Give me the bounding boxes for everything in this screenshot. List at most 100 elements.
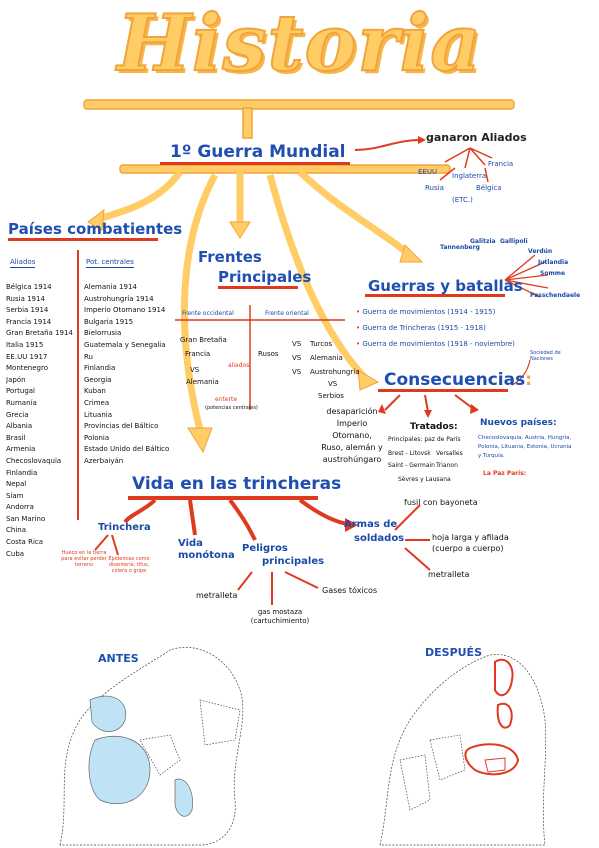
trinchera-note-hueco: Hueco en la tierra para evitar perder te… [61,550,107,568]
occ-vs: VS [190,366,200,374]
frentes-title-2: Principales [218,268,312,286]
vida-title: Vida en las trincheras [132,474,342,494]
aliado-belgica: Bélgica [476,184,502,192]
trinchera-note-epidemias: Epidemias como disentería, tifus, cólera… [108,556,150,574]
tratado-trianon: Trianon [436,462,458,469]
aliados-top-label: ganaron Aliados [426,131,527,144]
map-despues-label: DESPUÉS [425,646,482,659]
central-list-item: Georgia [84,375,112,384]
aliado-francia: Francia [488,160,514,168]
page-title: Historia [116,0,482,90]
aliado-list-item: Portugal [6,387,35,396]
tratado-sevres: Sèvres y Lausana [398,476,451,483]
batalla-galitzia: Galitzia [470,238,496,245]
main-topic: 1º Guerra Mundial [170,142,346,162]
arma-hoja: hoja larga y afilada (cuerpo a cuerpo) [432,532,509,554]
central-list-item: Alemania 1914 [84,283,137,291]
tratado-principales: Principales: paz de París [388,436,461,443]
central-list-item: Ru [84,352,93,361]
trinchera-label: Trinchera [98,522,151,533]
gas-line: (cartuchimiento) [250,617,310,625]
hoja-line: hoja larga y afilada [432,533,509,542]
main-bar [119,164,451,174]
aliado-list-item: Finlandia [6,468,38,477]
hoja-line: (cuerpo a cuerpo) [432,544,504,553]
main-underline [160,162,350,165]
paz-paris-title: La Paz París: [483,470,527,477]
paises-col-centrales: Pot. centrales [86,258,134,268]
central-list-item: Bielorrusia [84,329,122,338]
armas-line: soldados [354,533,405,544]
central-list-item: Guatemala y Senegalia [84,340,166,349]
peligro-gas-mostaza: gas mostaza (cartuchimiento) [250,608,310,626]
aliado-list-item: Armenia [6,445,36,454]
aliado-etc: (ETC.) [452,196,473,204]
title-underline [83,99,515,110]
aliado-list-item: Francia 1914 [6,317,52,326]
frente-occidental-label: Frente occidental [182,310,234,317]
batalla-passchendaele: Passchendaele [530,292,581,299]
map-antes-label: ANTES [98,652,139,665]
ori-vs-4: VS [328,380,338,388]
batalla-jutlandia: Jutlandia [538,259,569,266]
guerra-item-2: • Guerra de Trincheras (1915 - 1918) [356,324,486,332]
aliado-list-item: Cuba [6,549,25,558]
occ-note-aliados: aliados [228,362,250,369]
aliado-list-item: Grecia [6,410,29,419]
central-list-item: Finlandia [84,364,116,373]
map-despues [379,654,547,846]
aliado-list-item: Bélgica 1914 [6,283,52,291]
nuevos-paises-list: Checoslovaquia, Austria, Hungría, Poloni… [478,434,594,461]
ori-turcos: Turcos [310,340,333,348]
central-list-item: Crimea [84,398,110,407]
desap-line: desaparición [326,407,378,416]
ori-vs-3: VS [292,368,302,376]
occ-alemania: Alemania [186,378,219,386]
aliado-list-item: Andorra [6,503,34,512]
aliado-list-item: Nepal [6,480,27,489]
peligros-line: Peligros [242,543,288,554]
aliado-list-item: Montenegro [6,364,49,373]
aliado-list-item: Rusia 1914 [6,294,45,303]
paises-title: Países combatientes [8,220,183,238]
central-list-item: Azerbaiyán [84,456,124,465]
batalla-tannenberg: Tannenberg [440,244,480,251]
aliado-list-item: China [6,526,26,535]
batalla-gallipoli: Gallipoli [500,238,528,245]
nuevos-line: Checoslovaquia, Austria, Hungría, [478,435,572,441]
desap-line: austrohúngaro [322,455,382,464]
ori-vs-2: VS [292,354,302,362]
ori-austro: Austrohungría [310,368,360,376]
frentes-title-1: Frentes [198,248,262,266]
occ-sub: (potencias centrales) [205,405,258,411]
paises-col-aliados: Aliados [10,258,36,268]
arma-fusil: fusil con bayoneta [404,498,478,507]
central-list-item: Kuban [84,387,106,396]
frente-oriental-label: Frente oriental [265,310,309,317]
aliado-list-item: Checoslovaquia [6,456,62,465]
branch-guerras [297,169,413,258]
title-stem [242,107,253,139]
central-list-item: Polonia [84,433,110,442]
aliado-list-item: San Marino [6,514,46,523]
aliado-list-item: EE.UU 1917 [6,352,48,361]
aliado-list-item: Rumanía [6,398,37,407]
aliado-list-item: Japón [6,375,26,384]
map-antes [59,647,244,846]
central-list-item: Imperio Otomano 1914 [84,306,166,315]
aliado-list-item: Italia 1915 [6,340,44,349]
occ-note-enterte: enterte [215,396,238,403]
desap-line: Imperio Otomano, [332,419,372,440]
ori-vs-1: VS [292,340,302,348]
central-list-item: Estado Unido del Báltico [84,445,170,454]
armas-soldados: Armas de soldados [344,518,404,546]
peligros-line: principales [262,556,325,567]
batalla-verdun: Verdún [528,248,553,255]
tratados-title: Tratados: [410,422,458,432]
nuevos-line: y Turquía. [478,453,505,459]
aliado-inglaterra: Inglaterra [452,172,487,180]
consecuencias-desaparicion: desaparición Imperio Otomano, Ruso, alem… [318,406,386,466]
ori-serbios: Serbios [318,392,344,400]
